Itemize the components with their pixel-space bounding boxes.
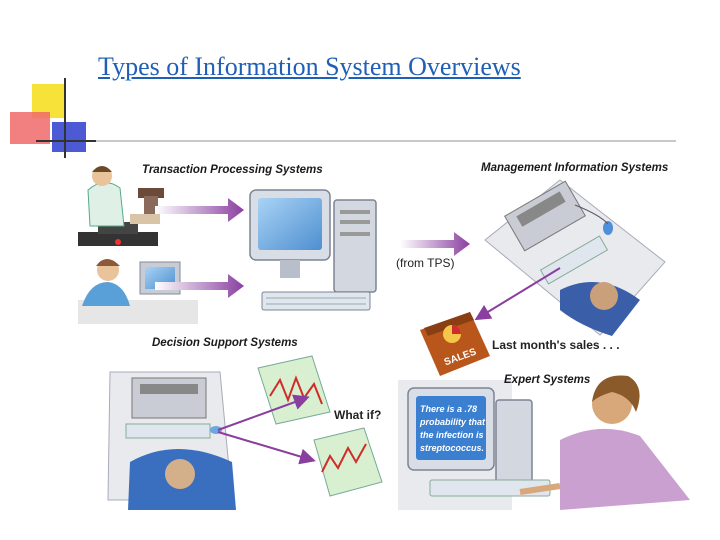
deco-vertical-line bbox=[64, 78, 66, 158]
title-underline-rule bbox=[96, 140, 676, 142]
mis-label: Management Information Systems bbox=[481, 162, 669, 174]
mis-figure bbox=[484, 179, 666, 336]
expert-screen-line-4: streptococcus. bbox=[420, 443, 484, 453]
tps-label: Transaction Processing Systems bbox=[142, 164, 323, 176]
expert-screen-line-1: There is a .78 bbox=[420, 404, 477, 414]
phone-operator-figure bbox=[78, 259, 198, 324]
tps-arrows bbox=[155, 198, 470, 298]
tps-computer bbox=[249, 189, 377, 311]
what-if-label: What if? bbox=[334, 408, 382, 422]
dss-chart-2 bbox=[313, 427, 383, 497]
sales-report-book: SALES bbox=[420, 312, 490, 376]
expert-screen-line-3: the infection is bbox=[420, 430, 484, 440]
page-title: Types of Information System Overviews bbox=[98, 52, 521, 81]
es-label: Expert Systems bbox=[504, 374, 591, 386]
dss-label: Decision Support Systems bbox=[152, 337, 298, 349]
deco-horizontal-line bbox=[36, 140, 96, 142]
decorative-corner bbox=[0, 0, 100, 160]
dss-arrow-2 bbox=[217, 431, 316, 465]
deco-red-square bbox=[10, 112, 50, 144]
mis-to-report-arrow bbox=[474, 267, 561, 321]
from-tps-label: (from TPS) bbox=[396, 256, 455, 270]
dss-figure bbox=[107, 371, 236, 510]
deco-blue-square bbox=[52, 122, 86, 152]
dss-chart-1 bbox=[257, 355, 331, 425]
expert-system-figure bbox=[398, 375, 690, 510]
last-month-sales-label: Last month's sales . . . bbox=[492, 338, 620, 352]
dss-arrow-1 bbox=[217, 394, 310, 431]
cashier-figure bbox=[78, 166, 164, 246]
expert-screen-line-2: probability that bbox=[419, 417, 486, 427]
